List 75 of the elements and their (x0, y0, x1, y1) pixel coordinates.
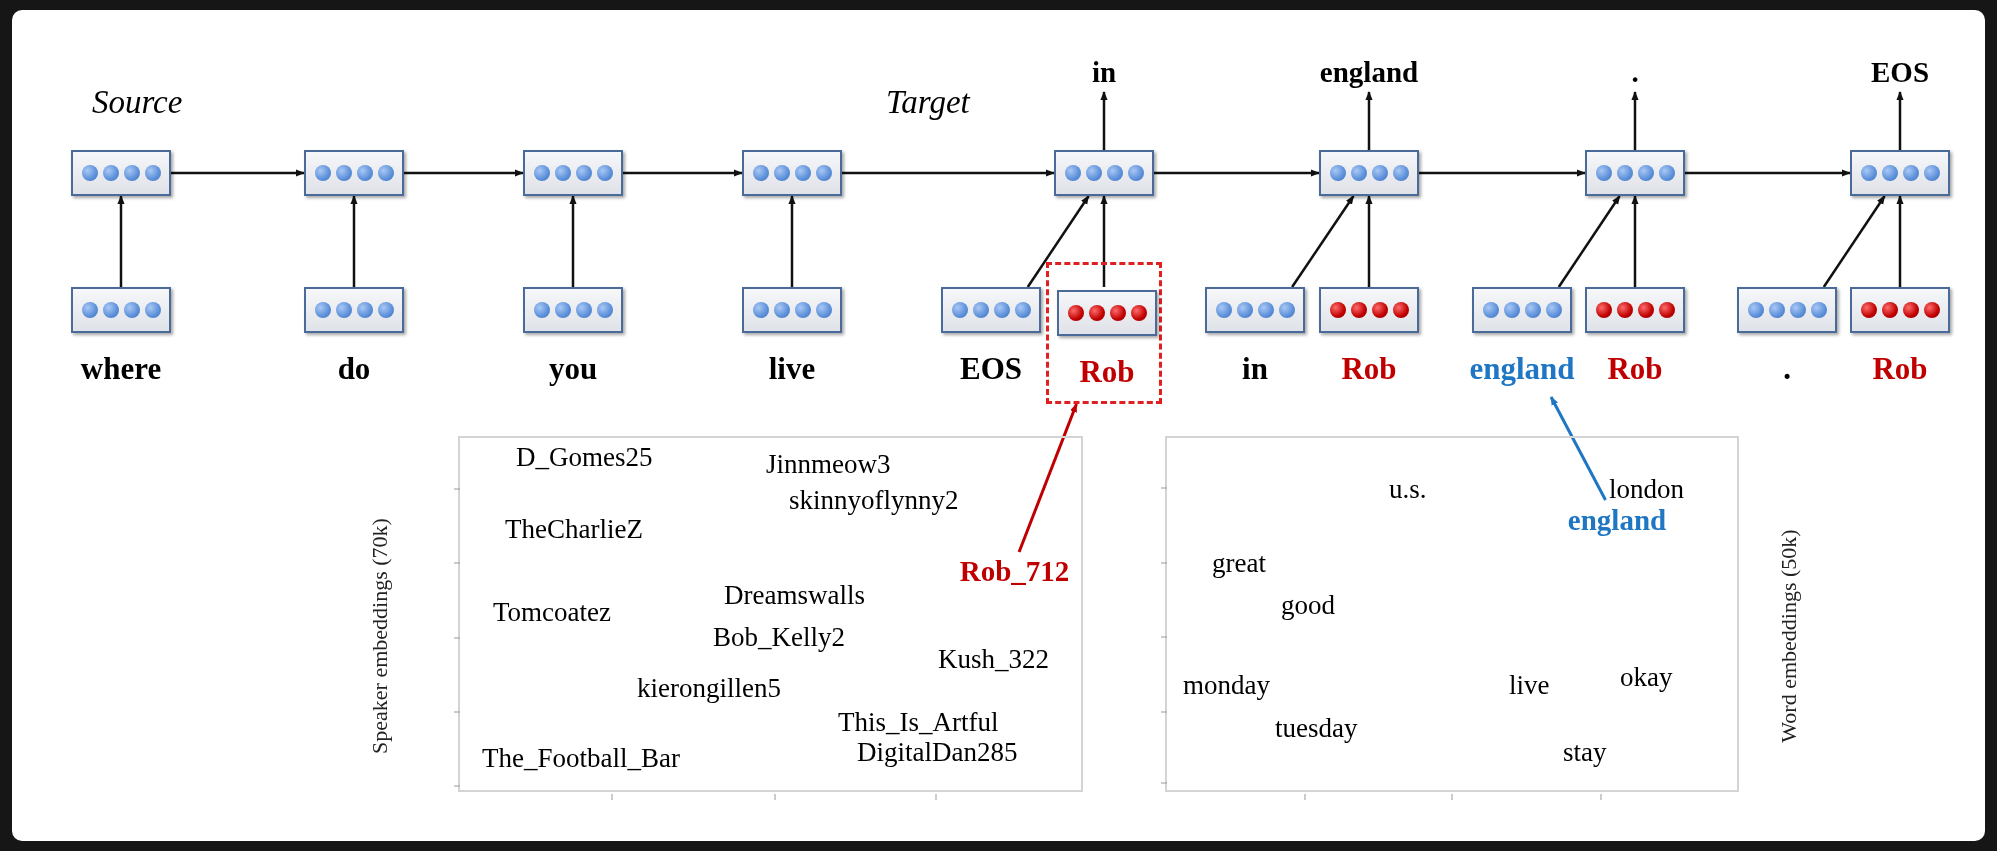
token-word: . (1783, 351, 1791, 387)
arrow (1685, 169, 1851, 177)
embedding-word: good (1281, 589, 1335, 622)
token-word: Rob (1872, 351, 1928, 387)
arrow (1896, 91, 1904, 150)
arrow (788, 195, 796, 287)
embedding-word: Kush_322 (938, 643, 1049, 676)
output-word: england (1289, 52, 1449, 92)
arrow (1026, 195, 1090, 288)
embedding-box (523, 150, 623, 196)
embedding-word: live (1509, 669, 1550, 702)
embedding-word: kierongillen5 (637, 672, 781, 705)
axis-title: Speaker embeddings (70k) (367, 518, 393, 754)
arrow (1100, 195, 1108, 287)
section-label: Source (92, 83, 183, 121)
token-word: Rob (1079, 354, 1135, 390)
highlighted-word: Rob_712 (952, 554, 1077, 588)
arrow (1419, 169, 1586, 177)
embedding-box (304, 150, 404, 196)
token-word: in (1242, 351, 1268, 387)
embedding-word: The_Football_Bar (482, 742, 680, 775)
embedding-word: Jinnmeow3 (766, 448, 891, 481)
leader-line (1549, 396, 1607, 501)
leader-line (1017, 403, 1078, 553)
embedding-word: DigitalDan285 (857, 736, 1018, 769)
embedding-word: tuesday (1275, 712, 1358, 745)
embedding-box (1319, 150, 1419, 196)
output-word: in (1024, 52, 1184, 92)
arrow (171, 169, 305, 177)
token-word: where (80, 351, 162, 387)
token-word: england (1469, 351, 1575, 387)
arrow (1822, 195, 1886, 288)
section-label: Target (886, 83, 970, 121)
arrow (1291, 195, 1355, 288)
embedding-word: Bob_Kelly2 (713, 621, 845, 654)
embedding-word: This_Is_Artful (838, 706, 999, 739)
token-word: live (768, 351, 816, 387)
arrow (1365, 91, 1373, 150)
arrow (1631, 91, 1639, 150)
highlight-frame (1046, 262, 1162, 404)
embedding-word: great (1212, 547, 1266, 580)
embedding-word: TheCharlieZ (505, 513, 643, 546)
embedding-word: Dreamswalls (724, 579, 865, 612)
output-word: EOS (1820, 52, 1980, 92)
arrow (569, 195, 577, 287)
embedding-box (742, 150, 842, 196)
token-word: Rob (1607, 351, 1663, 387)
arrow (1100, 91, 1108, 150)
token-word: Rob (1341, 351, 1397, 387)
token-word: you (548, 351, 598, 387)
arrow (404, 169, 524, 177)
embedding-word: stay (1563, 736, 1607, 769)
arrow (1631, 195, 1639, 287)
embedding-box (1054, 150, 1154, 196)
embedding-box (1585, 150, 1685, 196)
embedding-box (71, 150, 171, 196)
arrow (623, 169, 743, 177)
arrow (1154, 169, 1320, 177)
embedding-word: skinnyoflynny2 (789, 484, 959, 517)
arrow (350, 195, 358, 287)
embedding-word: u.s. (1389, 473, 1427, 506)
embedding-box (1850, 150, 1950, 196)
token-word: EOS (960, 351, 1022, 387)
arrow (842, 169, 1055, 177)
embedding-word: monday (1183, 669, 1270, 702)
arrow (1896, 195, 1904, 287)
output-word: . (1555, 52, 1715, 92)
arrow (1365, 195, 1373, 287)
axis-title: Word embeddings (50k) (1776, 529, 1802, 743)
embedding-word: okay (1620, 661, 1673, 694)
embedding-word: Tomcoatez (493, 596, 612, 629)
arrow (117, 195, 125, 287)
arrow (1557, 195, 1621, 288)
embedding-word: D_Gomes25 (516, 441, 653, 474)
token-word: do (337, 351, 371, 387)
